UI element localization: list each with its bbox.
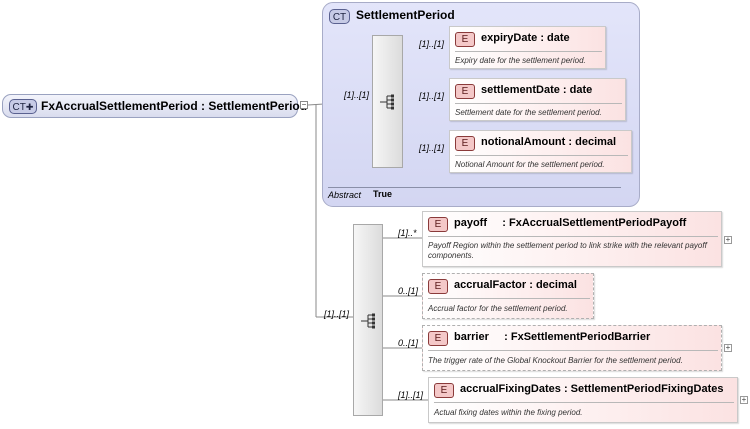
- element-name: payoff: [454, 217, 487, 229]
- element-documentation: Expiry date for the settlement period.: [455, 56, 586, 65]
- base-type-title: SettlementPeriod: [356, 8, 455, 22]
- separator: [455, 103, 622, 104]
- element-accrualFactor[interactable]: E accrualFactor : decimal Accrual factor…: [422, 273, 594, 319]
- element-documentation: Actual fixing dates within the fixing pe…: [434, 408, 583, 417]
- root-complex-type[interactable]: CT✚ FxAccrualSettlementPeriod : Settleme…: [2, 94, 307, 118]
- extension-link-cardinality: [1]..[1]: [324, 309, 350, 319]
- element-documentation: Settlement date for the settlement perio…: [455, 108, 602, 117]
- element-title: expiryDate : date: [481, 32, 570, 44]
- element-icon: E: [455, 84, 475, 99]
- minus-icon[interactable]: −: [300, 100, 308, 109]
- element-name: settlementDate: [481, 84, 560, 96]
- element-cardinality: [1]..[1]: [419, 39, 445, 49]
- plus-icon[interactable]: +: [724, 235, 732, 244]
- separator: [455, 155, 628, 156]
- element-badge: E: [461, 86, 469, 97]
- element-barrier[interactable]: E barrier : FxSettlementPeriodBarrier Th…: [422, 325, 722, 371]
- element-cardinality: [1]..[1]: [398, 390, 424, 400]
- element-title: accrualFixingDates : SettlementPeriodFix…: [460, 383, 723, 395]
- element-expiryDate[interactable]: E expiryDate : date Expiry date for the …: [449, 26, 606, 69]
- element-type: : decimal: [568, 136, 617, 148]
- element-type: : date: [540, 32, 570, 44]
- element-icon: E: [455, 32, 475, 47]
- separator: [428, 236, 718, 237]
- element-badge: E: [434, 333, 442, 344]
- separator: [428, 350, 718, 351]
- element-icon: E: [428, 331, 448, 346]
- element-documentation: Accrual factor for the settlement period…: [428, 304, 568, 313]
- element-badge: E: [434, 219, 442, 230]
- sequence-icon: [380, 94, 394, 110]
- sequence-icon: [361, 313, 375, 329]
- element-badge: E: [434, 281, 442, 292]
- element-cardinality: 0..[1]: [398, 338, 419, 348]
- element-title: barrier : FxSettlementPeriodBarrier: [454, 331, 650, 343]
- element-cardinality: 0..[1]: [398, 286, 419, 296]
- extension-sequence-compositor[interactable]: [353, 224, 383, 416]
- abstract-value: True: [373, 189, 393, 199]
- element-icon: E: [434, 383, 454, 398]
- element-badge: E: [461, 34, 469, 45]
- element-type: : SettlementPeriodFixingDates: [563, 383, 724, 395]
- separator: [328, 187, 621, 188]
- element-icon: E: [455, 136, 475, 151]
- element-documentation: Payoff Region within the settlement peri…: [428, 241, 707, 260]
- element-payoff[interactable]: E payoff : FxAccrualSettlementPeriodPayo…: [422, 211, 722, 267]
- element-name: accrualFixingDates: [460, 383, 561, 395]
- element-name: expiryDate: [481, 32, 538, 44]
- element-name: notionalAmount: [481, 136, 566, 148]
- plus-icon[interactable]: +: [740, 395, 748, 404]
- separator: [455, 51, 602, 52]
- element-documentation: The trigger rate of the Global Knockout …: [428, 356, 683, 365]
- element-title: accrualFactor : decimal: [454, 279, 577, 291]
- element-cardinality: [1]..[1]: [419, 143, 445, 153]
- complex-type-badge-icon: CT: [329, 9, 350, 24]
- element-cardinality: [1]..[1]: [419, 91, 445, 101]
- element-badge: E: [440, 385, 448, 396]
- base-type-badge: CT: [332, 12, 347, 23]
- element-name: barrier: [454, 331, 489, 343]
- element-documentation: Notional Amount for the settlement perio…: [455, 160, 605, 169]
- root-type-title: FxAccrualSettlementPeriod : SettlementPe…: [41, 99, 308, 113]
- element-badge: E: [461, 138, 469, 149]
- base-sequence-compositor[interactable]: [372, 35, 403, 168]
- element-cardinality: [1]..*: [398, 228, 417, 238]
- complex-type-extension-icon: CT✚: [9, 99, 37, 114]
- element-icon: E: [428, 217, 448, 232]
- plus-icon[interactable]: +: [724, 343, 732, 352]
- element-icon: E: [428, 279, 448, 294]
- separator: [434, 402, 734, 403]
- element-accrualFixingDates[interactable]: E accrualFixingDates : SettlementPeriodF…: [428, 377, 738, 423]
- element-type: : date: [562, 84, 593, 96]
- element-type: : decimal: [529, 279, 577, 291]
- element-type: : FxAccrualSettlementPeriodPayoff: [502, 217, 687, 229]
- base-link-cardinality: [1]..[1]: [344, 90, 370, 100]
- abstract-label: Abstract: [328, 190, 362, 200]
- element-title: payoff : FxAccrualSettlementPeriodPayoff: [454, 217, 686, 229]
- separator: [428, 298, 590, 299]
- element-title: notionalAmount : decimal: [481, 136, 616, 148]
- element-title: settlementDate : date: [481, 84, 592, 96]
- complex-type-badge: CT: [12, 102, 26, 113]
- element-type: : FxSettlementPeriodBarrier: [504, 331, 651, 343]
- element-settlementDate[interactable]: E settlementDate : date Settlement date …: [449, 78, 626, 121]
- element-name: accrualFactor: [454, 279, 527, 291]
- element-notionalAmount[interactable]: E notionalAmount : decimal Notional Amou…: [449, 130, 632, 173]
